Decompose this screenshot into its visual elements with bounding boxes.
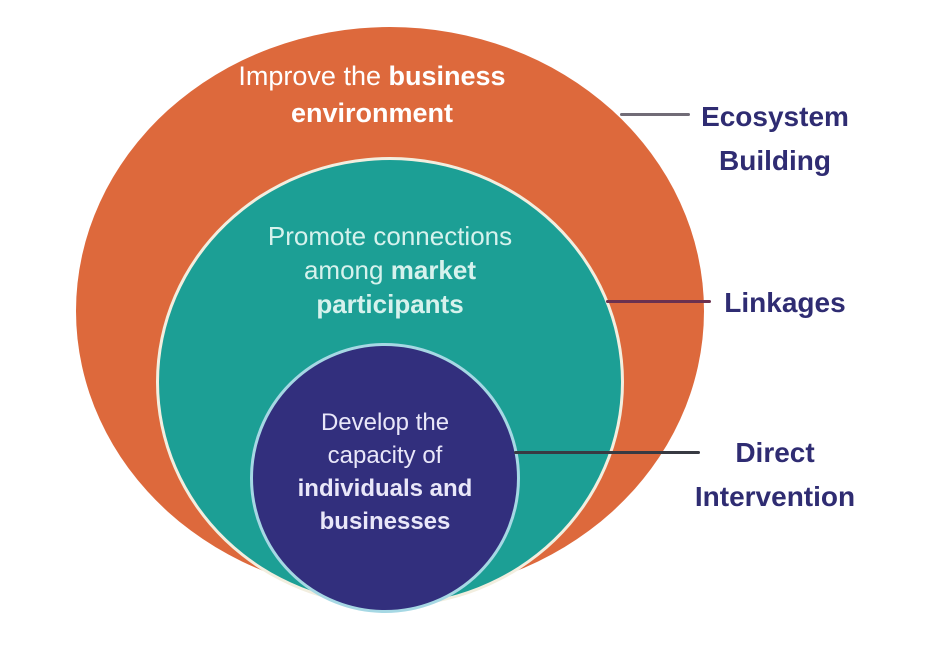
inner-circle-text-line1: Develop the: [245, 406, 525, 439]
outer-circle-text: Improve the business environment: [190, 58, 554, 132]
middle-circle-text-line1: Promote connections: [208, 219, 572, 253]
middle-text-regular: Promote connections: [267, 221, 513, 251]
middle-circle-text-line2: among market: [208, 253, 572, 287]
linkages-connector-line: [606, 300, 711, 303]
middle-text-bold: market: [390, 255, 477, 285]
outer-circle-text-line2: environment: [190, 95, 554, 132]
middle-circle-text: Promote connections among market partici…: [208, 219, 572, 321]
inner-circle-direct-intervention: [250, 343, 520, 613]
inner-text-bold: individuals and: [297, 475, 473, 502]
ecosystem-building-label: Ecosystem Building: [690, 95, 860, 183]
middle-text-regular: among: [303, 255, 384, 285]
middle-text-bold: participants: [316, 289, 464, 319]
inner-circle-text-line2: capacity of: [245, 439, 525, 472]
direct-intervention-label-line2: Intervention: [694, 481, 856, 512]
ecosystem-connector-line: [620, 113, 690, 116]
inner-text-regular: Develop the: [320, 409, 450, 436]
middle-circle-text-line3: participants: [208, 287, 572, 321]
outer-text-bold: business: [388, 61, 506, 91]
inner-text-regular: capacity of: [327, 442, 443, 469]
outer-text-bold: environment: [290, 98, 454, 128]
ecosystem-building-label-line2: Building: [719, 145, 831, 176]
ecosystem-building-label-line1: Ecosystem: [701, 101, 849, 132]
linkages-label-line1: Linkages: [724, 287, 846, 318]
direct-intervention-label: Direct Intervention: [690, 431, 860, 519]
inner-circle-text-line3: individuals and: [245, 472, 525, 505]
inner-text-bold: businesses: [319, 508, 451, 535]
direct-intervention-label-line1: Direct: [735, 437, 815, 468]
direct-intervention-connector-line: [514, 451, 700, 454]
linkages-label: Linkages: [700, 281, 870, 325]
outer-text-regular: Improve the: [238, 61, 381, 91]
inner-circle-text-line4: businesses: [245, 505, 525, 538]
inner-circle-text: Develop the capacity of individuals and …: [245, 406, 525, 538]
outer-circle-text-line1: Improve the business: [190, 58, 554, 95]
